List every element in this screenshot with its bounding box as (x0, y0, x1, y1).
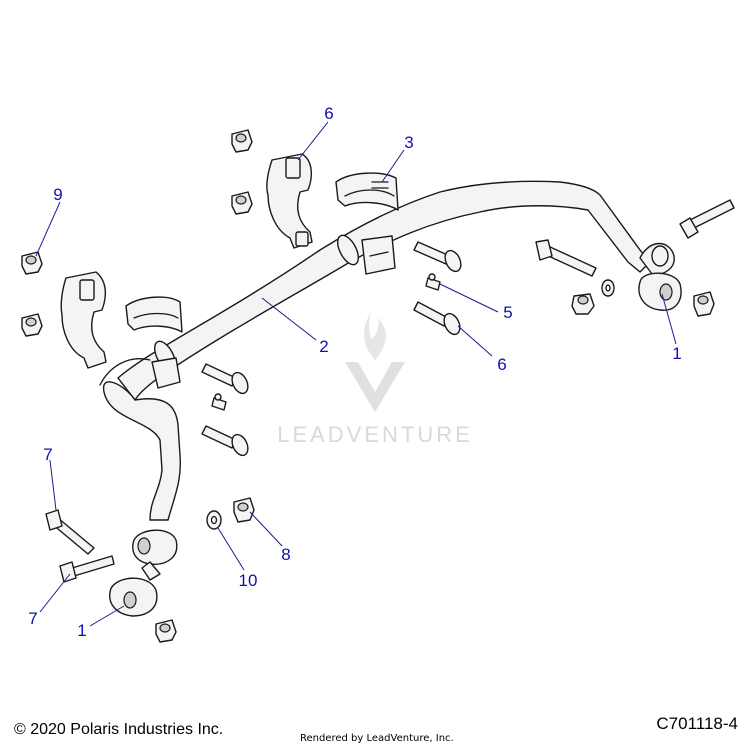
callout-1-right: 1 (672, 344, 681, 363)
bolt-7-lower (59, 555, 115, 583)
bolt-right-short (535, 239, 597, 277)
bolt-7-upper (45, 509, 95, 555)
leader-lines (35, 121, 677, 627)
callout-8: 8 (281, 545, 290, 564)
bolt-right-long (679, 199, 735, 239)
watermark-text: LEADVENTURE (277, 422, 473, 447)
nut-left-bottom (155, 619, 177, 643)
leadventure-watermark: LEADVENTURE (277, 310, 473, 447)
callout-7-upper: 7 (43, 445, 52, 464)
callout-3: 3 (404, 133, 413, 152)
pin-left-upper (201, 363, 249, 395)
washer-10 (206, 510, 222, 530)
nut-9 (21, 251, 43, 275)
pin-upper-right (413, 241, 462, 273)
callout-9: 9 (53, 185, 62, 204)
callout-10: 10 (239, 571, 258, 590)
nut-upper-2 (231, 191, 253, 215)
pin-6 (413, 301, 461, 336)
link-right (638, 242, 682, 311)
grease-fitting-5 (425, 273, 441, 291)
nut-upper-1 (231, 129, 253, 153)
pin-left-lower (201, 425, 249, 457)
bushing-3 (335, 172, 399, 211)
clamp-left (60, 271, 107, 369)
callout-1-left: 1 (77, 621, 86, 640)
callout-7-lower: 7 (28, 609, 37, 628)
copyright-text: © 2020 Polaris Industries Inc. (14, 721, 224, 738)
callout-2: 2 (319, 337, 328, 356)
grease-fitting-left (211, 393, 227, 411)
bar-bushing-lower (151, 357, 181, 389)
rendered-by-text: Rendered by LeadVenture, Inc. (300, 733, 454, 744)
nut-right-2 (693, 291, 715, 317)
washer-right (601, 279, 615, 297)
nut-8 (233, 497, 255, 523)
link-left (109, 529, 178, 617)
callout-5: 5 (503, 303, 512, 322)
callout-6: 6 (497, 355, 506, 374)
callout-4: 6 (324, 104, 333, 123)
diagram-code: C701118-4 (656, 714, 738, 733)
nut-right-1 (571, 293, 595, 315)
nut-left-lower (21, 313, 43, 337)
clamp-4 (266, 153, 313, 249)
bar-bushing-upper (361, 235, 396, 275)
bushing-left (125, 296, 183, 333)
